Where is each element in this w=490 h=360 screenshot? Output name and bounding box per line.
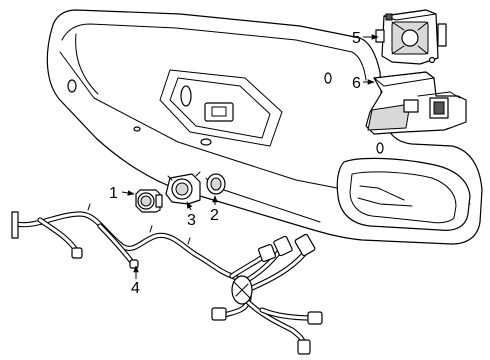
callout-4: 4 <box>131 265 140 297</box>
leader-1 <box>121 190 135 196</box>
bracket-part-6 <box>365 71 467 135</box>
callout-label-4: 4 <box>131 280 140 297</box>
callout-label-6: 6 <box>352 75 361 92</box>
callout-label-5: 5 <box>352 30 361 47</box>
callout-label-1: 1 <box>109 185 118 202</box>
callout-3: 3 <box>186 201 196 229</box>
callout-2: 2 <box>210 195 219 224</box>
sensor-retainer-part-3 <box>165 171 201 205</box>
callout-1: 1 <box>109 185 135 202</box>
leader-3 <box>186 201 193 211</box>
wiring-harness-part-4 <box>11 203 323 355</box>
grommet-part-2 <box>206 173 226 195</box>
callout-label-2: 2 <box>210 207 219 224</box>
control-module-part-5 <box>375 9 447 65</box>
callout-5: 5 <box>352 30 379 47</box>
callout-label-3: 3 <box>187 212 196 229</box>
rear-bumper <box>46 9 483 245</box>
parking-sensor-part-1 <box>135 189 163 213</box>
callout-6: 6 <box>352 75 375 92</box>
